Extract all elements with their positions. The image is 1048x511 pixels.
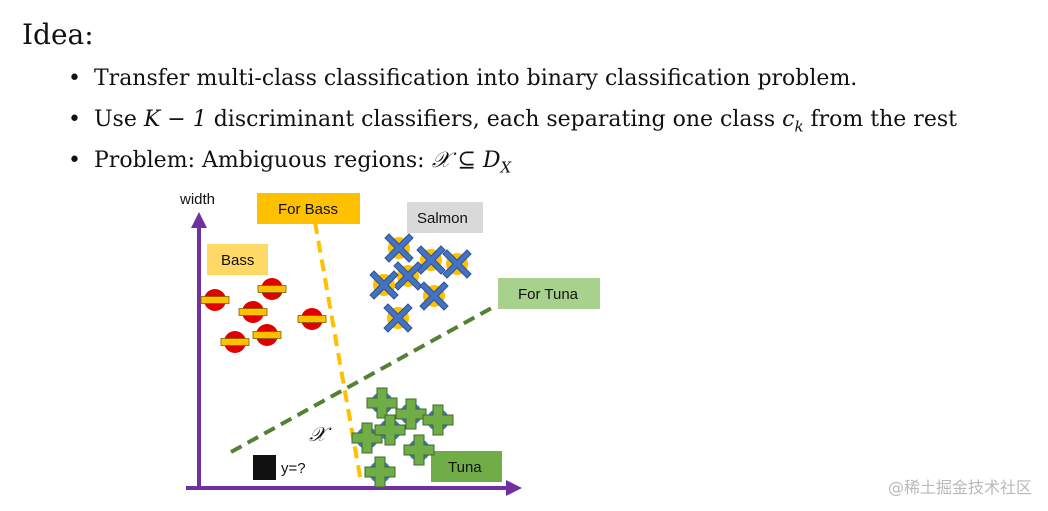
query-label: y=? [281,460,306,477]
tuna-point [403,434,435,466]
salmon-label: Salmon [417,210,468,227]
salmon-point [442,249,472,279]
for-bass-label-box [257,193,360,224]
bass-label: Bass [221,252,254,269]
bullet-item: Transfer multi-class classification into… [68,62,957,103]
bass-point [238,300,268,324]
math-expression: K − 1 [143,107,207,132]
math-expression: 𝒳 ⊆ D [431,148,501,173]
ambiguous-region-label: 𝒳 [309,422,332,446]
tuna-label-box [431,451,502,482]
for-bass-label: For Bass [278,201,338,218]
tuna-label: Tuna [448,459,482,476]
bullet-text: discriminant classifiers, each separatin… [206,107,783,132]
bullet-item: Problem: Ambiguous regions: 𝒳 ⊆ DX [68,144,957,185]
for-tuna-label-box [498,278,600,309]
salmon-point [419,281,449,311]
bullet-text: Problem: Ambiguous regions: [94,148,432,173]
for-tuna-label: For Tuna [518,286,579,303]
bullet-text: from the rest [803,107,957,132]
salmon-point [369,270,399,300]
query-point [253,455,276,480]
salmon-label-box [407,202,483,233]
tuna-point [364,456,396,488]
bass-point [297,307,327,331]
bass-label-box [207,244,268,275]
salmon-point [393,261,423,291]
y-axis-label: width [179,191,215,208]
math-subscript: X [500,158,512,177]
bass-point [220,330,250,354]
salmon-point [384,233,414,263]
tuna-boundary-line [230,303,498,454]
x-axis-arrow [506,480,522,496]
math-symbol: c [782,107,795,132]
bullet-item: Use K − 1 discriminant classifiers, each… [68,103,957,144]
bass-point [252,323,282,347]
bullet-text: Use [94,107,144,132]
math-subscript: k [794,117,804,136]
salmon-point [383,303,413,333]
tuna-point [422,404,454,436]
bass-point [257,277,287,301]
bullet-list: Transfer multi-class classification into… [68,62,957,185]
heading: Idea: [22,18,94,51]
y-axis-arrow [191,212,207,228]
bass-point [200,288,230,312]
bullet-text: Transfer multi-class classification into… [94,66,858,91]
tuna-point [366,387,398,419]
salmon-point [416,245,446,275]
watermark: @稀土掘金技术社区 [887,478,1032,497]
